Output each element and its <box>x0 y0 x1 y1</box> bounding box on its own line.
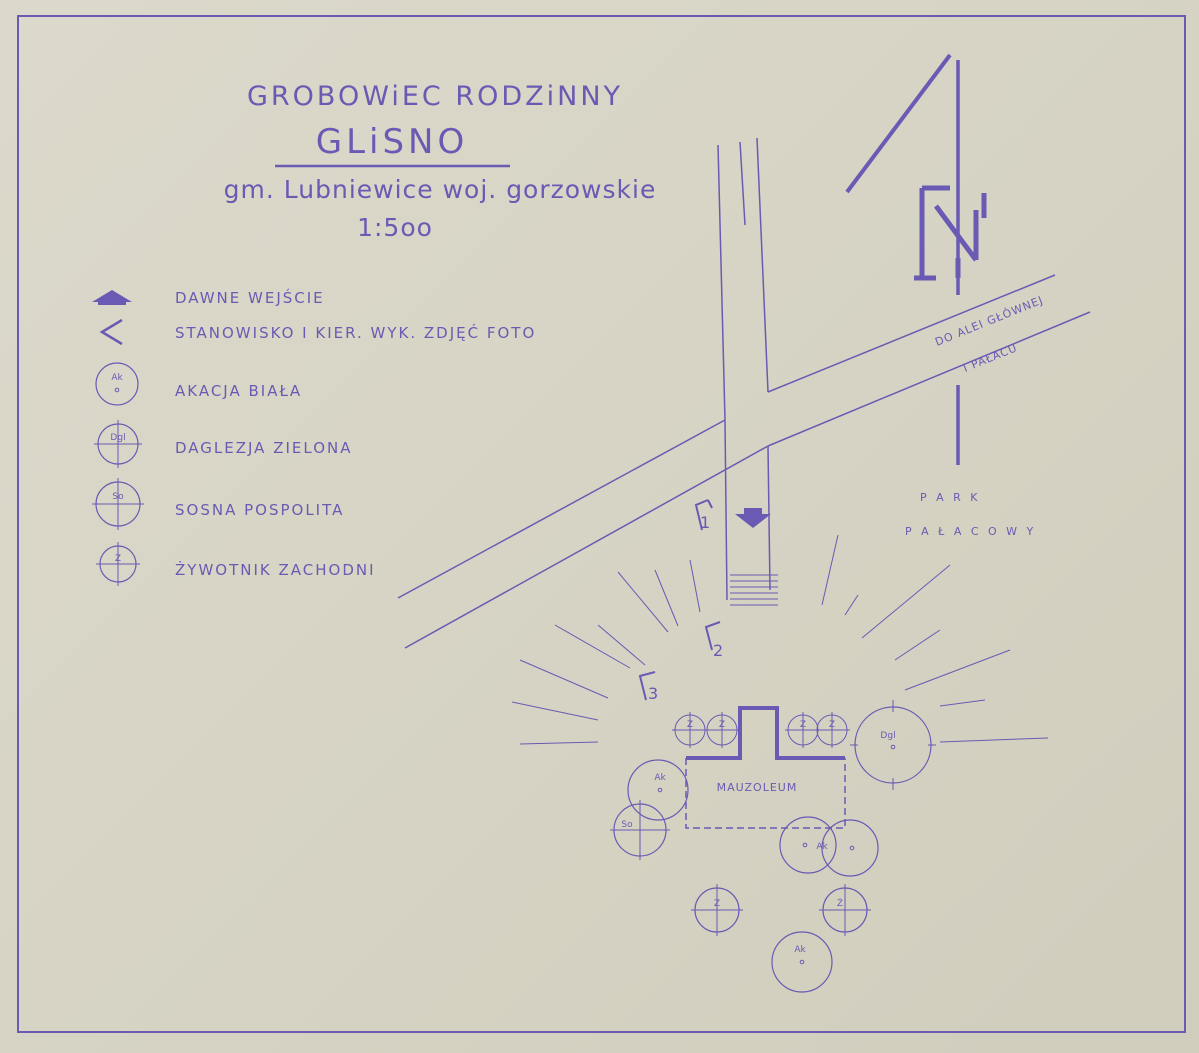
svg-text:2: 2 <box>713 641 723 660</box>
svg-text:Ak: Ak <box>794 945 806 955</box>
svg-text:Ż: Ż <box>115 553 121 564</box>
svg-text:1: 1 <box>700 513 710 532</box>
legend: DAWNE WEJŚCIE STANOWISKO I KIER. WYK. ZD… <box>92 288 536 586</box>
pine-tree-icon: So <box>92 478 144 530</box>
legend-label-douglas: DAGLEZJA ZIELONA <box>175 439 353 457</box>
thuja-tree-icon: Ż <box>96 542 140 586</box>
svg-text:Ż: Ż <box>719 719 725 730</box>
thuja-tree: Ż <box>672 712 708 748</box>
title-line: GROBOWiEC RODZiNNY <box>247 81 623 112</box>
svg-text:Ak: Ak <box>111 373 123 383</box>
entrance-arrow-icon <box>92 290 132 305</box>
park-label: P A R K <box>920 491 981 504</box>
legend-label-acacia: AKACJA BIAŁA <box>175 382 302 400</box>
road-label: I PAŁACU <box>961 341 1019 375</box>
scale-label: 1:5oo <box>357 213 433 242</box>
map-frame <box>17 15 1186 1033</box>
photo-point-1: 1 <box>694 499 713 532</box>
legend-label-entrance: DAWNE WEJŚCIE <box>175 288 325 307</box>
svg-text:So: So <box>112 492 124 502</box>
svg-text:Ak: Ak <box>816 842 828 852</box>
thuja-tree: Ż <box>704 712 740 748</box>
photo-point-3: 3 <box>638 671 658 703</box>
pine-tree: So <box>610 800 670 860</box>
thuja-tree: Ż <box>691 884 743 936</box>
svg-text:Ż: Ż <box>687 719 693 730</box>
legend-label-thuja: ŻYWOTNIK ZACHODNI <box>175 560 376 579</box>
douglas-fir-icon: Dgl <box>94 420 142 468</box>
thuja-tree: Ż <box>814 712 850 748</box>
thuja-tree: Ż <box>819 884 871 936</box>
old-entrance-marker <box>735 508 771 528</box>
photo-point-2: 2 <box>704 621 723 660</box>
acacia-tree: Ak <box>779 816 879 877</box>
svg-text:Ż: Ż <box>837 898 843 909</box>
mausoleum: MAUZOLEUM <box>685 706 846 829</box>
entrance-stairs <box>730 574 778 606</box>
douglas-fir-tree: Dgl <box>850 700 936 790</box>
photo-angle-icon <box>99 318 123 346</box>
svg-text:Ż: Ż <box>800 719 806 730</box>
svg-text:Ż: Ż <box>714 898 720 909</box>
svg-text:Dgl: Dgl <box>880 731 895 741</box>
view-rays <box>511 534 1049 745</box>
north-arrow-icon <box>845 53 987 465</box>
mausoleum-label: MAUZOLEUM <box>717 781 798 794</box>
acacia-tree-icon: Ak <box>95 362 139 406</box>
road-network <box>397 137 1091 649</box>
park-label: P A Ł A C O W Y <box>905 525 1036 538</box>
acacia-tree: Ak <box>627 759 689 821</box>
svg-text:Ak: Ak <box>654 773 666 783</box>
legend-label-pine: SOSNA POSPOLITA <box>175 501 344 519</box>
svg-text:So: So <box>621 820 633 830</box>
legend-label-photo: STANOWISKO I KIER. WYK. ZDJĘĆ FOTO <box>175 323 536 342</box>
location-line: gm. Lubniewice woj. gorzowskie <box>224 175 657 204</box>
svg-text:Dgl: Dgl <box>110 433 125 443</box>
svg-text:3: 3 <box>648 684 658 703</box>
place-name: GLiSNO <box>316 122 469 162</box>
acacia-tree: Ak <box>771 931 833 993</box>
svg-text:Ż: Ż <box>829 719 835 730</box>
